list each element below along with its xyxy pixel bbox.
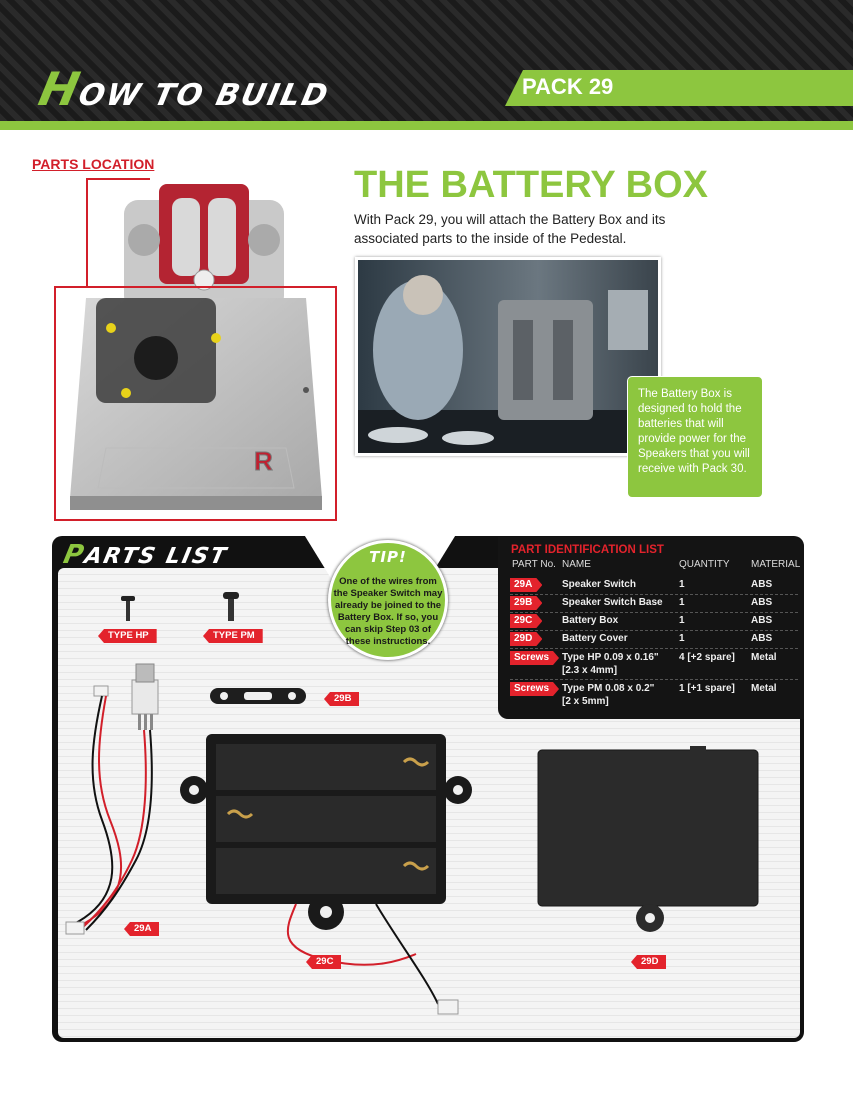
pack-label: PACK 29 bbox=[522, 74, 614, 99]
part-number-tag: 29C bbox=[510, 614, 542, 628]
part-number-tag: 29A bbox=[510, 578, 542, 592]
label-29b: 29B bbox=[324, 692, 360, 706]
location-pointer-line-h bbox=[86, 178, 150, 180]
header-title: HOW TO BUILD bbox=[34, 62, 336, 116]
table-row: Screws Type PM 0.08 x 0.2" [2 x 5mm] 1 [… bbox=[510, 680, 798, 710]
part-quantity: 1 [+1 spare] bbox=[679, 683, 735, 694]
part-quantity: 1 bbox=[679, 597, 685, 608]
tip-circle bbox=[328, 540, 448, 660]
col-header-name: NAME bbox=[562, 559, 591, 570]
parts-list-rest: ARTS LIST bbox=[82, 544, 230, 569]
header-divider bbox=[0, 121, 853, 130]
table-row: Screws Type HP 0.09 x 0.16" [2.3 x 4mm] … bbox=[510, 649, 798, 680]
part-name: Type HP 0.09 x 0.16" bbox=[562, 652, 659, 663]
part-number-tag: 29B bbox=[510, 596, 542, 610]
battery-box-image bbox=[180, 734, 472, 1015]
part-number-tag: Screws bbox=[510, 682, 559, 696]
parts-location-label: PARTS LOCATION bbox=[32, 156, 155, 172]
table-row: 29D Battery Cover 1 ABS bbox=[510, 630, 798, 649]
label-29a: 29A bbox=[124, 922, 160, 936]
speaker-switch-base-image bbox=[210, 688, 306, 704]
battery-box-callout: The Battery Box is designed to hold the … bbox=[627, 376, 763, 498]
part-size-metric: [2.3 x 4mm] bbox=[562, 665, 618, 676]
intro-text: With Pack 29, you will attach the Batter… bbox=[354, 212, 666, 246]
factory-photo bbox=[355, 257, 661, 456]
table-row: 29A Speaker Switch 1 ABS bbox=[510, 576, 798, 595]
col-header-part-no: PART No. bbox=[512, 559, 556, 570]
page-title: THE BATTERY BOX bbox=[354, 164, 708, 206]
screw-pm-image bbox=[223, 592, 239, 621]
part-quantity: 1 bbox=[679, 579, 685, 590]
speaker-switch-image bbox=[65, 663, 159, 935]
part-name: Speaker Switch bbox=[562, 579, 636, 590]
pedestal-highlight-box bbox=[54, 286, 337, 521]
pack-tab bbox=[505, 70, 853, 106]
location-pointer-line bbox=[86, 178, 88, 286]
battery-cover-image bbox=[537, 746, 759, 932]
label-29d: 29D bbox=[631, 955, 667, 969]
engine-image bbox=[124, 184, 284, 310]
part-material: ABS bbox=[751, 597, 773, 608]
nismo-r-badge: R bbox=[254, 446, 273, 476]
part-quantity: 4 [+2 spare] bbox=[679, 652, 735, 663]
label-type-pm: TYPE PM bbox=[203, 629, 263, 643]
part-size-metric: [2 x 5mm] bbox=[562, 696, 609, 707]
part-quantity: 1 bbox=[679, 633, 685, 644]
parts-list-heading: PARTS LIST bbox=[61, 540, 231, 570]
part-number-tag: Screws bbox=[510, 651, 559, 665]
table-row: 29B Speaker Switch Base 1 ABS bbox=[510, 594, 798, 613]
pedestal-image: R bbox=[70, 298, 322, 510]
part-table-title: PART IDENTIFICATION LIST bbox=[511, 544, 664, 556]
tip-title: TIP! bbox=[369, 548, 407, 566]
part-material: Metal bbox=[751, 683, 777, 694]
part-material: Metal bbox=[751, 652, 777, 663]
screw-hp-image bbox=[121, 596, 135, 621]
part-number-tag: 29D bbox=[510, 632, 542, 646]
label-29c: 29C bbox=[306, 955, 342, 969]
label-type-hp: TYPE HP bbox=[98, 629, 157, 643]
part-name: Type PM 0.08 x 0.2" bbox=[562, 683, 655, 694]
part-quantity: 1 bbox=[679, 615, 685, 626]
header-title-rest: OW TO BUILD bbox=[75, 78, 333, 113]
part-name: Battery Box bbox=[562, 615, 619, 626]
part-material: ABS bbox=[751, 579, 773, 590]
part-material: ABS bbox=[751, 615, 773, 626]
col-header-material: MATERIAL bbox=[751, 559, 801, 570]
header-banner bbox=[0, 0, 853, 130]
col-header-quantity: QUANTITY bbox=[679, 559, 730, 570]
part-material: ABS bbox=[751, 633, 773, 644]
table-row: 29C Battery Box 1 ABS bbox=[510, 612, 798, 631]
tip-text: One of the wires from the Speaker Switch… bbox=[333, 576, 443, 647]
part-name: Speaker Switch Base bbox=[562, 597, 663, 608]
part-name: Battery Cover bbox=[562, 633, 628, 644]
